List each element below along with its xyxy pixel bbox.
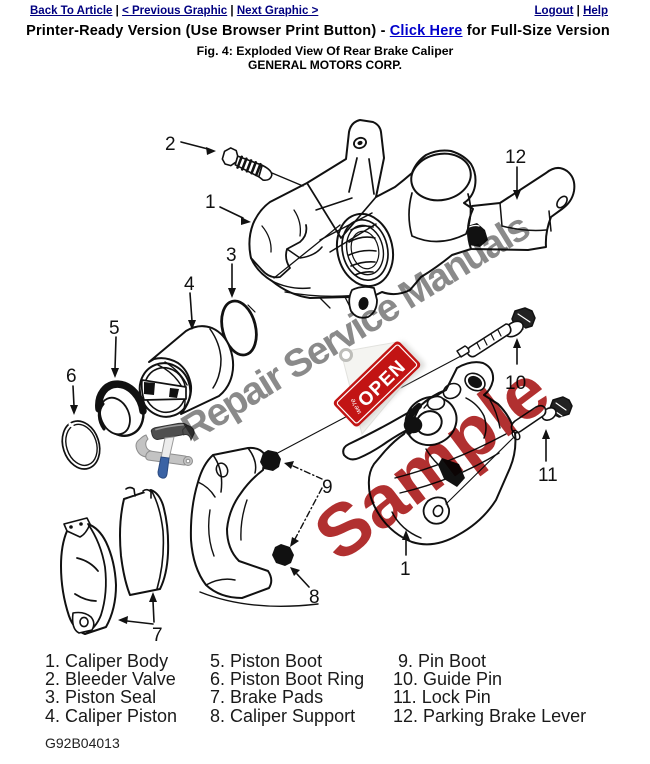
svg-text:11: 11 [538, 465, 558, 486]
svg-text:7: 7 [152, 625, 163, 646]
svg-text:3: 3 [226, 245, 237, 266]
svg-text:9: 9 [322, 477, 333, 498]
svg-text:5: 5 [109, 318, 120, 339]
svg-text:6: 6 [66, 366, 77, 387]
svg-text:4: 4 [184, 274, 195, 295]
svg-text:2: 2 [165, 134, 176, 155]
svg-text:12: 12 [505, 147, 526, 168]
svg-text:1: 1 [400, 559, 411, 580]
svg-text:10: 10 [505, 373, 526, 394]
svg-text:8: 8 [309, 587, 320, 608]
svg-text:1: 1 [205, 192, 216, 213]
